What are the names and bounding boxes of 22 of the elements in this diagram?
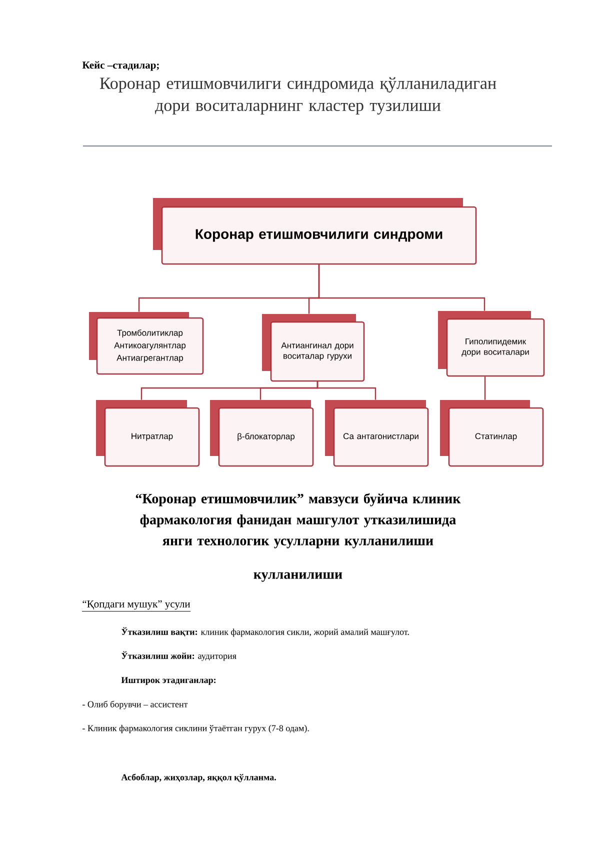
connector-line [484, 376, 486, 400]
text-line: - Клиник фармакология сиклини ўтаётган гурух (7-8 одам). [82, 724, 309, 734]
heading: кулланилиши [254, 572, 342, 582]
text-line: Иштирок этадиганлар: [121, 677, 216, 685]
category-box: Статинлар [440, 400, 544, 467]
heading: Кейс –стадилар; [82, 61, 159, 71]
connector-line [318, 264, 486, 311]
text-line: Ўтказилиш вақти: клиник фармакология сикли, жорий амалий машғулот. [121, 627, 409, 637]
connector-line [316, 382, 376, 400]
subheading: “Қопдаги мушук” усули [82, 600, 191, 612]
title: Коронар етишмовчилиги синдромида қўлланиладиган дори воситаларнинг кластер тузилиши [100, 77, 496, 115]
text-line: Ўтказилиш жойи: аудитория [121, 651, 236, 661]
category-box: Гиполипидемик дори воситалари [438, 311, 545, 377]
category-box: Нитратлар [96, 400, 200, 467]
heading: “Коронар етишмовчилик” мавзуси буйича клиник фармакология фанидан машгулот утказилишида янги технологик усулларни кулланилиши [136, 493, 461, 548]
category-box: Тромболитиклар Антикоагулянтлар Антиагрегантлар [89, 312, 204, 375]
text-line: Асбоблар, жиҳозлар, яққол қўлланма. [121, 774, 276, 782]
category-box: Антиангинал дори воситалар гурухи [262, 314, 365, 382]
category-box: Коронар етишмовчилиги синдроми [153, 198, 477, 265]
category-box: Са антагонистлари [325, 400, 429, 467]
category-box: β-блокаторлар [210, 400, 314, 467]
text-line: - Олиб борувчи – ассистент [82, 700, 188, 710]
